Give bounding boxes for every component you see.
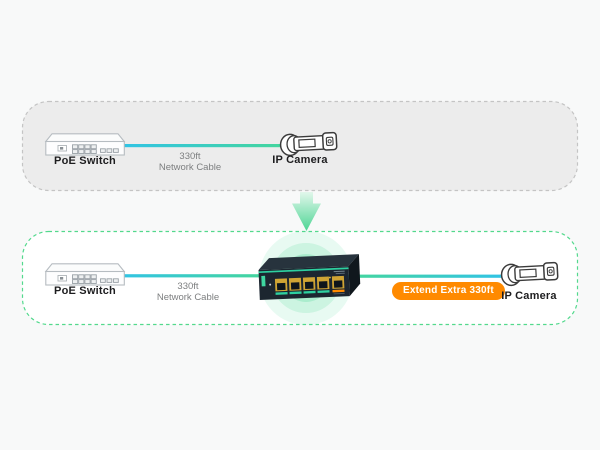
before-cable-label: 330ft Network Cable	[130, 151, 250, 173]
poe-switch-icon	[45, 263, 125, 286]
after-switch-label: PoE Switch	[54, 285, 116, 297]
poe-extender-icon	[258, 254, 361, 301]
poe-switch-icon	[45, 133, 125, 156]
after-cable-label: 330ft Network Cable	[128, 281, 248, 303]
before-cable-type: Network Cable	[158, 162, 222, 173]
down-arrow-icon	[292, 192, 321, 231]
cable-after-left-icon	[116, 274, 266, 278]
before-cable-distance: 330ft	[179, 151, 201, 162]
after-camera-label: IP Camera	[501, 290, 557, 302]
before-camera-label: IP Camera	[272, 154, 328, 166]
cable-after-right-icon	[346, 274, 506, 278]
before-switch-label: PoE Switch	[54, 155, 116, 167]
after-cable-type: Network Cable	[156, 292, 220, 303]
extend-extra-badge: Extend Extra 330ft	[392, 282, 505, 300]
after-cable-distance: 330ft	[177, 281, 199, 292]
cable-before-icon	[118, 144, 287, 148]
